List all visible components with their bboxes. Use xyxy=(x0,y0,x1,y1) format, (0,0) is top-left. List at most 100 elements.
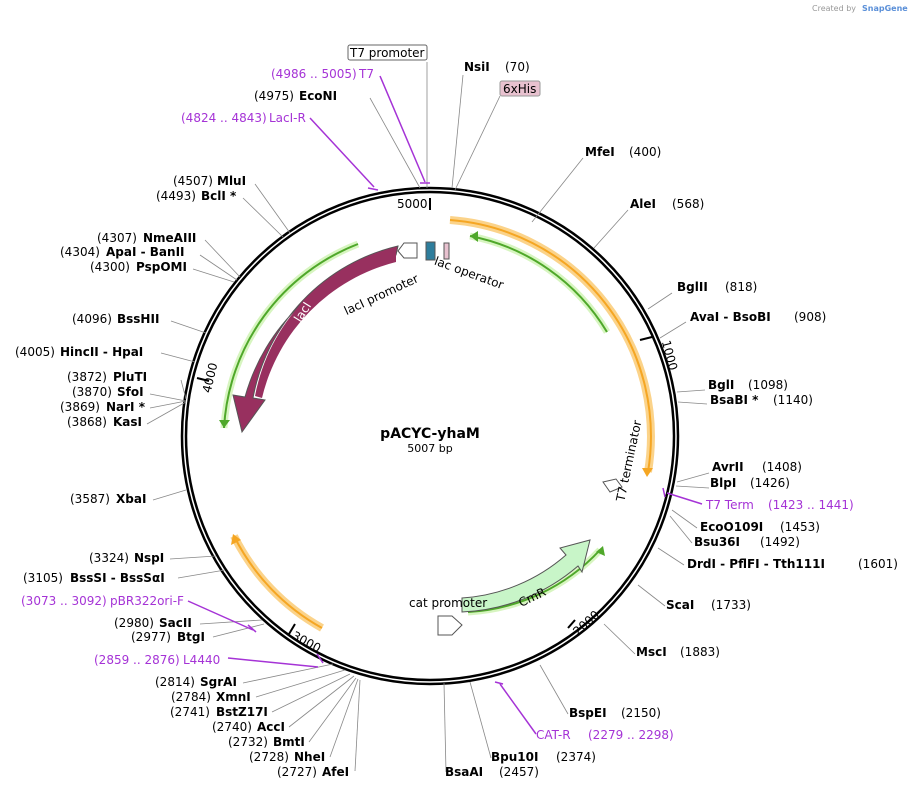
site-sfoi-pos: (3870) xyxy=(72,385,112,399)
site-sgrai-pos: (2814) xyxy=(155,675,195,689)
plasmid-name: pACYC-yhaM xyxy=(380,426,480,442)
site-blpi: BlpI xyxy=(710,476,736,490)
sites-right: NsiI (70) MfeI (400) AleI (568) BglII (8… xyxy=(445,60,898,779)
site-apai-pos: (4304) xyxy=(60,245,100,259)
site-bcli: BclI * xyxy=(201,189,237,203)
laci-feature-arrow[interactable] xyxy=(232,245,399,434)
site-nmeaiii: NmeAIII xyxy=(143,231,196,245)
site-nsii-pos: (70) xyxy=(505,60,530,74)
site-sfoi: SfoI xyxy=(117,385,144,399)
t7-terminator-arrow[interactable] xyxy=(602,478,623,493)
green-arc-bottom-head xyxy=(596,546,605,556)
primer-l4440-name: L4440 xyxy=(183,653,220,667)
site-alei-pos: (568) xyxy=(672,197,704,211)
orange-arc-glow-right xyxy=(449,216,655,473)
site-bgli: BglI xyxy=(708,378,734,392)
primer-l4440-range: (2859 .. 2876) xyxy=(94,653,180,667)
cat-promoter-label: cat promoter xyxy=(409,596,487,610)
watermark-created-by: Created by xyxy=(812,4,856,13)
site-afei-pos: (2727) xyxy=(277,765,317,779)
sites-left: (4975) EcoNI (4507) MluI (4493) BclI * (… xyxy=(15,89,349,779)
tick-marks xyxy=(196,198,653,635)
green-arc-left xyxy=(223,243,359,429)
site-econi-pos: (4975) xyxy=(254,89,294,103)
site-pspomi: PspOMI xyxy=(136,260,187,274)
primer-cat-r-name: CAT-R xyxy=(536,728,571,742)
orange-arc-glow-left xyxy=(230,534,324,632)
site-hincii-pos: (4005) xyxy=(15,345,55,359)
site-bpu10i: Bpu10I xyxy=(491,750,538,764)
his-tag-box[interactable] xyxy=(443,242,450,260)
orange-arc-left-head xyxy=(231,534,241,545)
site-msci: MscI xyxy=(636,645,667,659)
site-bsshii-pos: (4096) xyxy=(72,312,112,326)
primer-t7-term-name: T7 Term xyxy=(705,498,754,512)
site-sgrai: SgrAI xyxy=(200,675,237,689)
site-bspei-pos: (2150) xyxy=(621,706,661,720)
site-drdi: DrdI - PflFI - Tth111I xyxy=(687,557,825,571)
primer-pbr322-range: (3073 .. 3092) xyxy=(21,594,107,608)
site-msci-pos: (1883) xyxy=(680,645,720,659)
site-bsu36i-pos: (1492) xyxy=(760,535,800,549)
site-bsaai-pos: (2457) xyxy=(499,765,539,779)
site-afei: AfeI xyxy=(322,765,349,779)
site-xbai: XbaI xyxy=(116,492,146,506)
laci-promoter-arrow[interactable] xyxy=(397,242,418,259)
t7-promoter-label: T7 promoter xyxy=(349,46,425,60)
orange-arc-right-head xyxy=(642,468,653,477)
site-ecoo109i: EcoO109I xyxy=(700,520,763,534)
lac-operator-box[interactable] xyxy=(425,241,436,261)
watermark-brand: SnapGene xyxy=(862,4,908,13)
laci-feature-body xyxy=(255,247,396,398)
site-ecoo109i-pos: (1453) xyxy=(780,520,820,534)
green-arc-top-head xyxy=(470,231,478,242)
site-bcli-pos: (4493) xyxy=(156,189,196,203)
site-xmni-pos: (2784) xyxy=(171,690,211,704)
site-avai-pos: (908) xyxy=(794,310,826,324)
primer-t7-range: (4986 .. 5005) xyxy=(271,67,357,81)
cmr-feature-arrow[interactable] xyxy=(461,539,591,613)
site-bstz17i: BstZ17I xyxy=(216,705,268,719)
site-sacii-pos: (2980) xyxy=(114,616,154,630)
site-nari: NarI * xyxy=(106,400,146,414)
site-xbai-pos: (3587) xyxy=(70,492,110,506)
plasmid-length: 5007 bp xyxy=(407,442,452,455)
site-kasi: KasI xyxy=(113,415,142,429)
green-arc-left-head xyxy=(219,420,230,428)
site-scai: ScaI xyxy=(666,598,694,612)
primer-laci-r-name: LacI-R xyxy=(269,111,306,125)
tick-label-5000: 5000 xyxy=(397,197,428,211)
site-apai: ApaI - BanII xyxy=(106,245,185,259)
site-xmni: XmnI xyxy=(216,690,251,704)
site-btgi: BtgI xyxy=(177,630,205,644)
site-pspomi-pos: (4300) xyxy=(90,260,130,274)
site-acci-pos: (2740) xyxy=(212,720,252,734)
primer-labels: (4986 .. 5005) T7 (4824 .. 4843) LacI-R … xyxy=(21,67,854,742)
site-alei: AleI xyxy=(630,197,656,211)
site-nspi: NspI xyxy=(134,551,164,565)
site-blpi-pos: (1426) xyxy=(750,476,790,490)
backbone-inner xyxy=(184,190,676,682)
site-nsii: NsiI xyxy=(464,60,490,74)
site-bsshii: BssHII xyxy=(117,312,159,326)
site-avrii-pos: (1408) xyxy=(762,460,802,474)
primer-t7-name: T7 xyxy=(358,67,374,81)
site-nmeaiii-pos: (4307) xyxy=(97,231,137,245)
backbone-outer xyxy=(180,186,680,686)
site-hincii: HincII - HpaI xyxy=(60,345,143,359)
site-bglii-pos: (818) xyxy=(725,280,757,294)
site-mlui: MluI xyxy=(217,174,246,188)
site-econi: EcoNI xyxy=(299,89,337,103)
t7-promoter-box xyxy=(347,44,428,61)
site-nhei-pos: (2728) xyxy=(249,750,289,764)
cat-promoter-arrow[interactable] xyxy=(437,615,463,636)
site-bmti: BmtI xyxy=(273,735,305,749)
leader-lines xyxy=(146,62,710,773)
site-bsabi-pos: (1140) xyxy=(773,393,813,407)
his-box xyxy=(499,80,541,97)
site-pluti: PluTI xyxy=(113,370,147,384)
primer-cat-r-range: (2279 .. 2298) xyxy=(588,728,674,742)
site-avai: AvaI - BsoBI xyxy=(690,310,771,324)
